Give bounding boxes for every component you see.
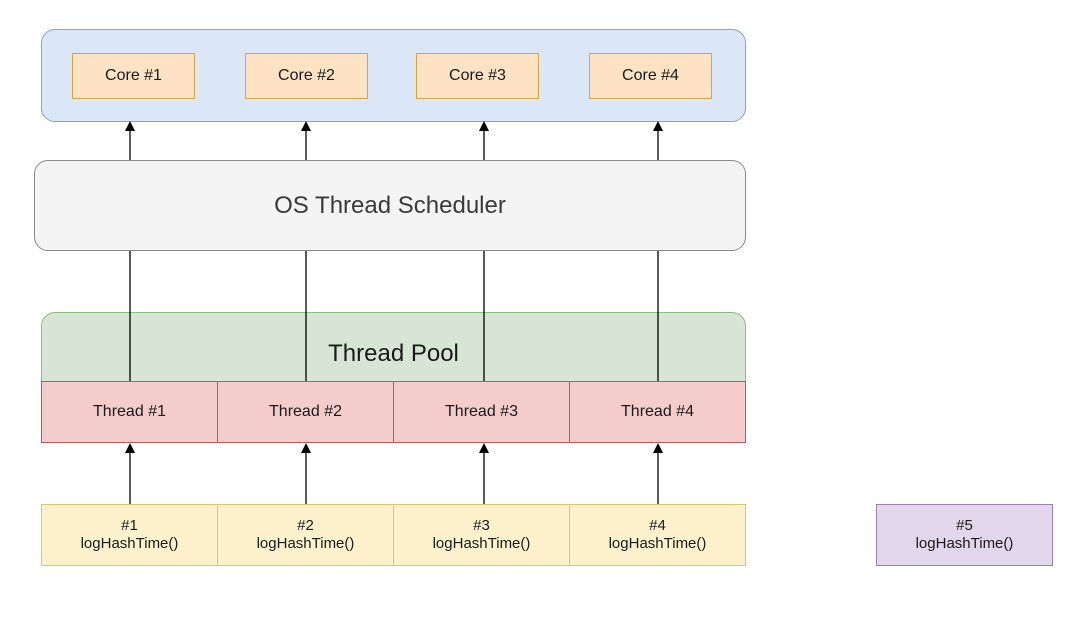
core-2-box: Core #2: [245, 53, 368, 99]
task-1-box: #1 logHashTime(): [41, 504, 218, 566]
task-2-call: logHashTime(): [256, 535, 355, 552]
task-3-box: #3 logHashTime(): [393, 504, 570, 566]
task-4-id: #4: [649, 517, 666, 534]
thread-4-box: Thread #4: [569, 381, 746, 443]
task-5-id: #5: [956, 517, 973, 534]
task-5-call: logHashTime(): [915, 535, 1014, 552]
task-2-box: #2 logHashTime(): [217, 504, 394, 566]
task-5-waiting-box: #5 logHashTime(): [876, 504, 1053, 566]
thread-3-box: Thread #3: [393, 381, 570, 443]
task-1-id: #1: [121, 517, 138, 534]
core-1-box: Core #1: [72, 53, 195, 99]
task-3-id: #3: [473, 517, 490, 534]
task-4-box: #4 logHashTime(): [569, 504, 746, 566]
thread-pool-title: Thread Pool: [328, 340, 459, 367]
core-3-box: Core #3: [416, 53, 539, 99]
task-4-call: logHashTime(): [608, 535, 707, 552]
task-3-call: logHashTime(): [432, 535, 531, 552]
task-2-id: #2: [297, 517, 314, 534]
core-4-box: Core #4: [589, 53, 712, 99]
os-thread-scheduler-box: OS Thread Scheduler: [34, 160, 746, 251]
task-1-call: logHashTime(): [80, 535, 179, 552]
thread-1-box: Thread #1: [41, 381, 218, 443]
thread-2-box: Thread #2: [217, 381, 394, 443]
